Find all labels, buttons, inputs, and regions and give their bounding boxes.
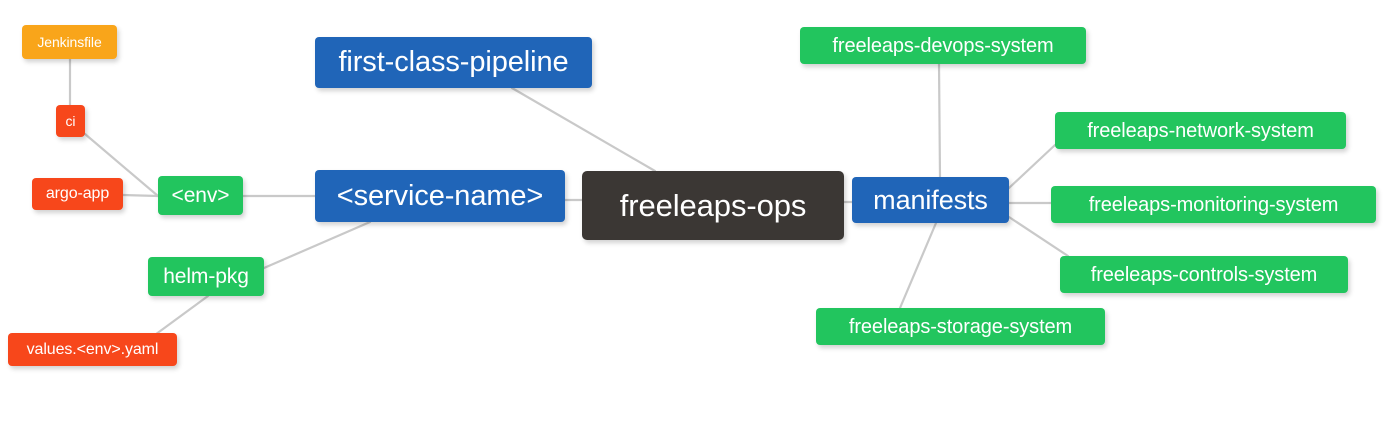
node-label: freeleaps-storage-system xyxy=(848,315,1073,338)
node-manifests[interactable]: manifests xyxy=(852,177,1009,223)
node-label: argo-app xyxy=(45,185,110,202)
node-label: freeleaps-ops xyxy=(619,188,807,223)
node-label: freeleaps-devops-system xyxy=(832,34,1054,57)
node-freeleaps-monitoring-system[interactable]: freeleaps-monitoring-system xyxy=(1051,186,1376,223)
node-label: manifests xyxy=(873,184,988,215)
node-ci[interactable]: ci xyxy=(56,105,85,137)
node-label: <env> xyxy=(171,184,230,207)
node-label: freeleaps-controls-system xyxy=(1090,263,1318,286)
edge-argo-app-to-env xyxy=(121,193,160,198)
node-jenkinsfile[interactable]: Jenkinsfile xyxy=(22,25,117,59)
node-argo-app[interactable]: argo-app xyxy=(32,178,123,210)
node-first-class-pipeline[interactable]: first-class-pipeline xyxy=(315,37,592,88)
node-helm-pkg[interactable]: helm-pkg xyxy=(148,257,264,296)
node-label: helm-pkg xyxy=(163,265,249,288)
node-label: ci xyxy=(65,113,76,129)
node-freeleaps-devops-system[interactable]: freeleaps-devops-system xyxy=(800,27,1086,64)
node-service-name[interactable]: <service-name> xyxy=(315,170,565,222)
edge-pipeline-to-root xyxy=(510,86,657,173)
edge-manifests-to-storage xyxy=(898,221,938,310)
node-label: freeleaps-monitoring-system xyxy=(1088,193,1339,216)
node-label: Jenkinsfile xyxy=(37,34,102,50)
node-freeleaps-controls-system[interactable]: freeleaps-controls-system xyxy=(1060,256,1348,293)
node-freeleaps-ops-root[interactable]: freeleaps-ops xyxy=(582,171,844,240)
node-label: first-class-pipeline xyxy=(338,46,569,78)
node-label: freeleaps-network-system xyxy=(1087,119,1314,142)
edge-manifests-to-network xyxy=(1007,143,1057,190)
edge-service-name-to-helm-pkg xyxy=(262,220,372,270)
node-env[interactable]: <env> xyxy=(158,176,243,215)
node-values-env-yaml[interactable]: values.<env>.yaml xyxy=(8,333,177,366)
node-label: <service-name> xyxy=(336,179,544,212)
edge-manifests-to-devops xyxy=(937,62,942,179)
node-freeleaps-network-system[interactable]: freeleaps-network-system xyxy=(1055,112,1346,149)
node-freeleaps-storage-system[interactable]: freeleaps-storage-system xyxy=(816,308,1105,345)
node-label: values.<env>.yaml xyxy=(26,340,159,358)
